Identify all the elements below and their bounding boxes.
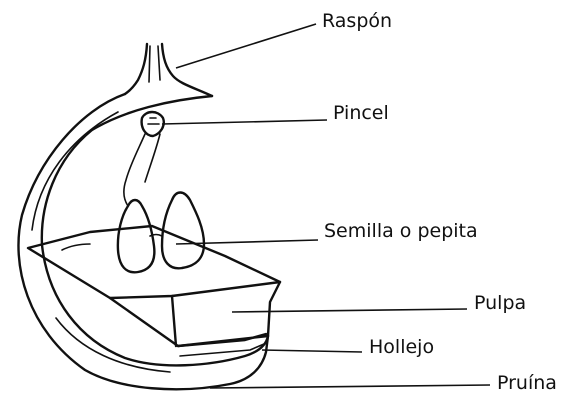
- leader-line-pincel: [162, 120, 327, 124]
- leader-line-pulpa: [232, 309, 467, 312]
- label-pincel: Pincel: [333, 104, 389, 123]
- label-semilla: Semilla o pepita: [324, 222, 478, 241]
- leader-line-pruina: [210, 385, 490, 388]
- label-pulpa: Pulpa: [474, 294, 526, 313]
- brush-pincel-drawing: [124, 112, 164, 206]
- seeds-drawing: [118, 193, 204, 273]
- stem-raspon-drawing: [125, 44, 212, 96]
- label-raspon: Raspón: [322, 12, 392, 31]
- leader-lines: [162, 24, 490, 388]
- leader-line-hollejo: [262, 350, 362, 352]
- label-pruina: Pruína: [497, 374, 557, 393]
- label-hollejo: Hollejo: [369, 338, 434, 357]
- leader-line-semilla: [176, 240, 318, 244]
- leader-line-raspon: [176, 24, 316, 68]
